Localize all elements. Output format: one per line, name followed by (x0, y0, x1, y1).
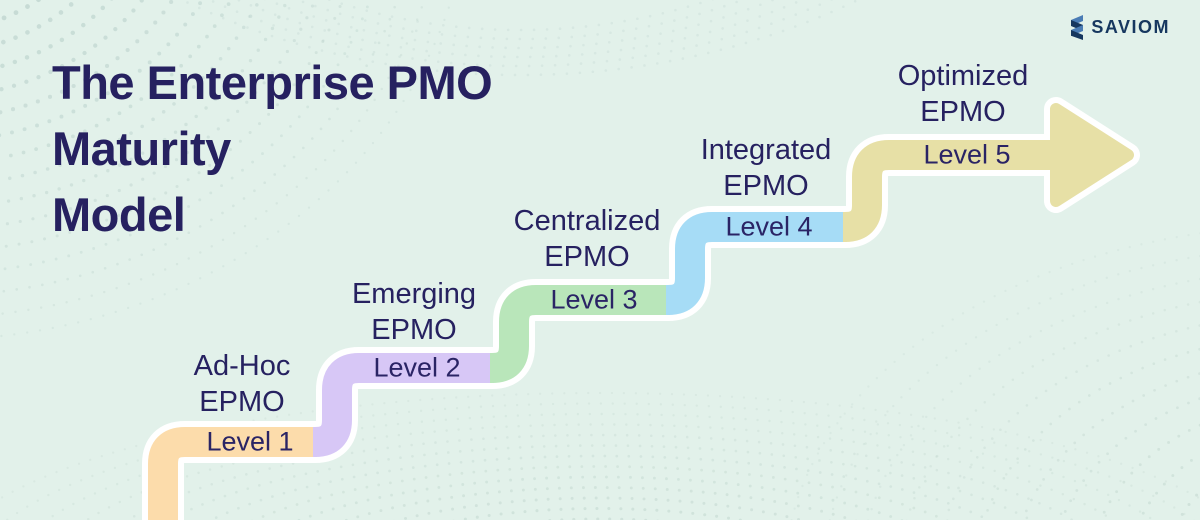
brand-logo: SAVIOM (1067, 13, 1170, 41)
level-3-ribbon (490, 285, 670, 383)
level-4-title: Integrated EPMO (616, 132, 916, 204)
arrow-head (1050, 103, 1134, 207)
level-2-title-line1: Emerging (351, 278, 477, 310)
level-2-ribbon (313, 353, 494, 457)
level-4-title-line2: EPMO (723, 170, 809, 202)
level-3-label: Level 3 (550, 284, 638, 315)
level-4-title-line1: Integrated (700, 134, 832, 166)
level-5-label: Level 5 (923, 139, 1011, 170)
level-1-title-line2: EPMO (199, 386, 285, 418)
level-3-title: Centralized EPMO (437, 203, 737, 275)
level-2-label: Level 2 (373, 352, 461, 383)
level-5-title-line2: EPMO (920, 96, 1006, 128)
level-1-ribbon (148, 427, 317, 520)
level-2-title: Emerging EPMO (264, 276, 564, 348)
level-1-title-line1: Ad-Hoc (193, 350, 291, 382)
level-4-ribbon (666, 212, 847, 315)
level-5-title: Optimized EPMO (813, 58, 1113, 130)
level-3-title-line1: Centralized (513, 205, 661, 237)
level-3-title-line2: EPMO (544, 241, 630, 273)
level-1-label: Level 1 (206, 426, 294, 457)
page-title-line-3: Model (52, 188, 186, 241)
page-title-line-1: The Enterprise PMO (52, 56, 493, 109)
brand-logo-text: SAVIOM (1091, 16, 1170, 37)
page-title-line-2: Maturity (52, 122, 231, 175)
level-1-title: Ad-Hoc EPMO (92, 348, 392, 420)
level-5-title-line1: Optimized (897, 60, 1029, 92)
page-title: The Enterprise PMO Maturity Model (52, 50, 672, 248)
level-2-title-line2: EPMO (371, 314, 457, 346)
level-4-label: Level 4 (725, 211, 813, 242)
saviom-logo-icon (1071, 14, 1084, 40)
level-5-ribbon (843, 140, 1058, 242)
